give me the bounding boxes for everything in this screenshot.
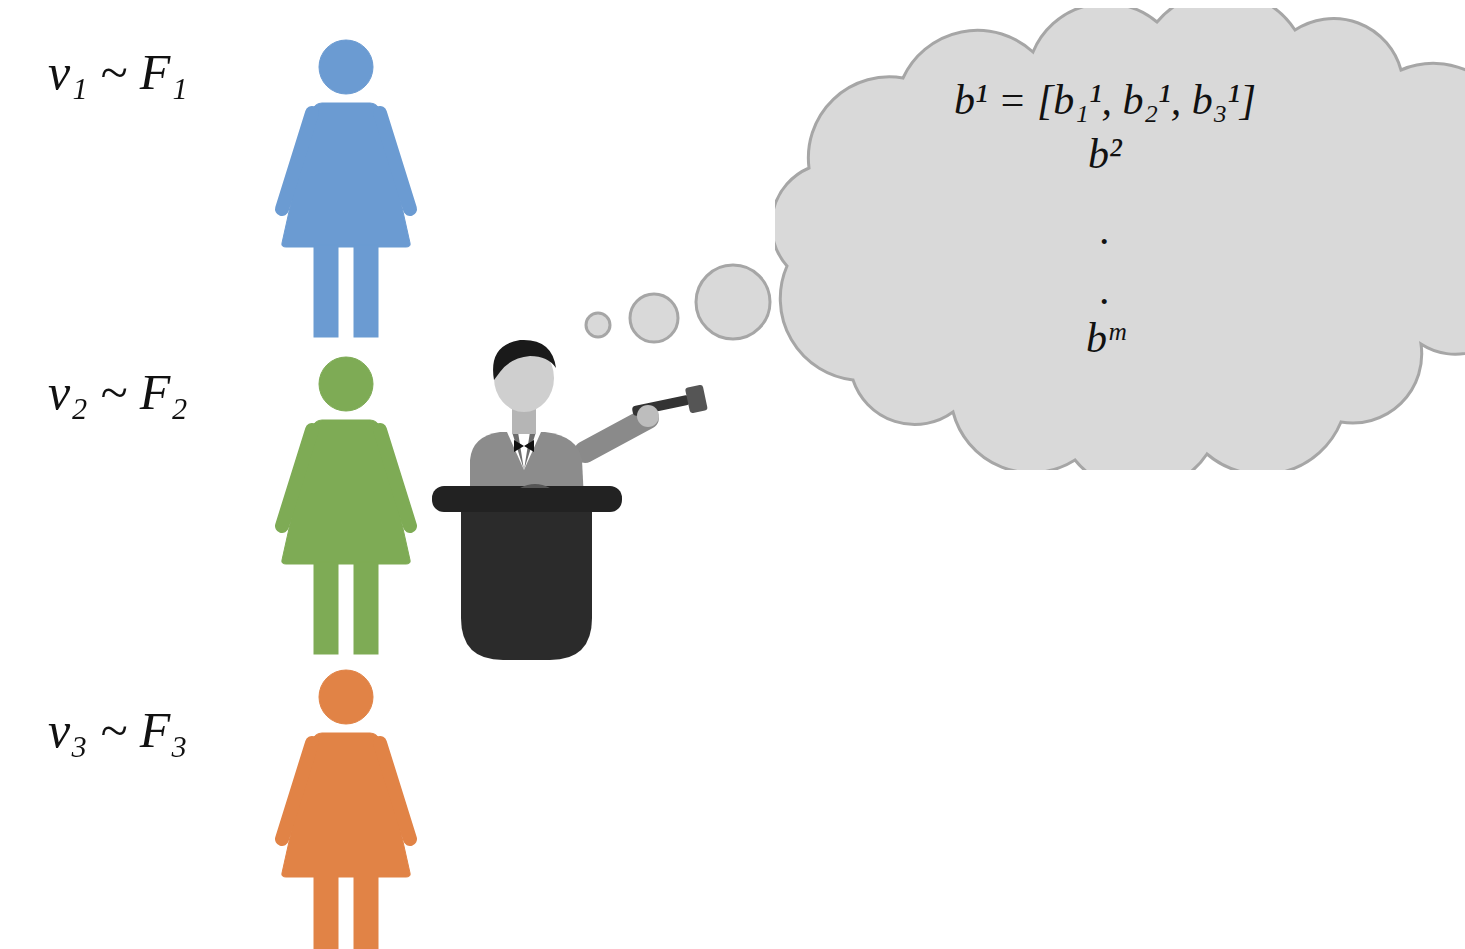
thought-bubble [586, 265, 770, 342]
thought-cloud: b¹ = [b₁¹, b₂¹, b₃¹]b²..bᵐ [775, 8, 1465, 470]
variable-label: v₂ ~ F₂ [48, 362, 188, 422]
bid-vector: . [1100, 206, 1111, 254]
bidder-figure [282, 40, 410, 337]
bid-vector: bᵐ [1086, 314, 1125, 362]
variable-label: v₃ ~ F₃ [48, 700, 188, 760]
bid-vector: b² [1088, 130, 1122, 178]
auctioneer-figure [432, 340, 708, 660]
bidder-figure [282, 670, 410, 949]
variable-label: v₁ ~ F₁ [48, 42, 188, 102]
bidder-figure [282, 357, 410, 654]
bid-vector: . [1100, 266, 1111, 314]
bid-vector: b¹ = [b₁¹, b₂¹, b₃¹] [954, 76, 1256, 124]
